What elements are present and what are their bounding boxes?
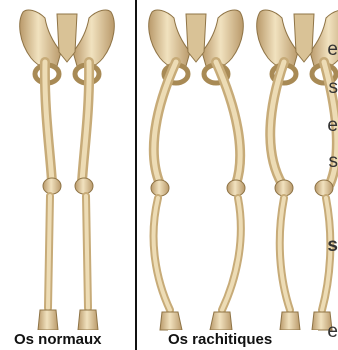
edge-letter: e	[327, 116, 338, 135]
edge-letter: e	[327, 40, 338, 59]
caption-rickets-bones: Os rachitiques	[168, 330, 318, 350]
edge-letter: s	[329, 78, 338, 97]
caption-normal-bones: Os normaux	[14, 330, 132, 350]
rickets-skeleton-1	[149, 10, 245, 330]
edge-letter: s	[329, 152, 338, 171]
rickets-skeleton-2	[257, 10, 338, 330]
edge-letter: e	[327, 322, 338, 341]
normal-skeleton	[20, 10, 115, 330]
edge-letter: s	[327, 236, 338, 255]
